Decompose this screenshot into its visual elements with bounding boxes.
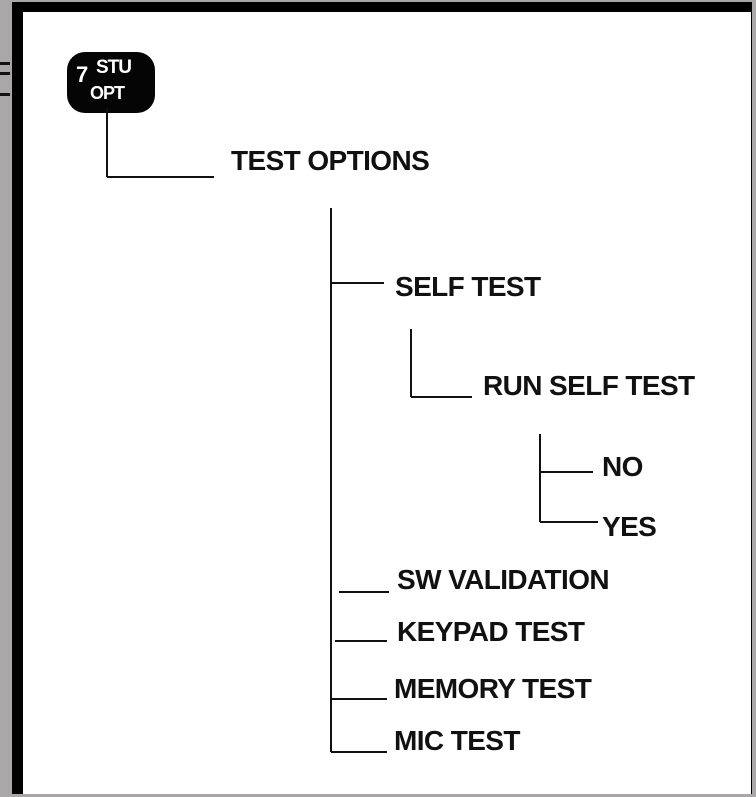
diagram-panel [23, 12, 751, 794]
test-options-node: TEST OPTIONS [231, 145, 430, 176]
margin-mark [0, 62, 10, 65]
margin-mark [0, 72, 10, 75]
no-node: NO [602, 451, 643, 482]
margin-mark [0, 93, 10, 96]
key-bottom-label: OPT [90, 83, 125, 103]
self-test-node: SELF TEST [395, 271, 541, 302]
memory-test-node: MEMORY TEST [394, 673, 592, 704]
keypad-test-node: KEYPAD TEST [397, 616, 585, 647]
keypad-key-7: 7 STU OPT [67, 52, 155, 113]
yes-node: YES [602, 511, 657, 542]
mic-test-node: MIC TEST [394, 725, 520, 756]
key-number: 7 [76, 62, 88, 87]
run-self-test-node: RUN SELF TEST [483, 370, 695, 401]
sw-validation-node: SW VALIDATION [397, 564, 610, 595]
key-top-label: STU [96, 57, 132, 78]
